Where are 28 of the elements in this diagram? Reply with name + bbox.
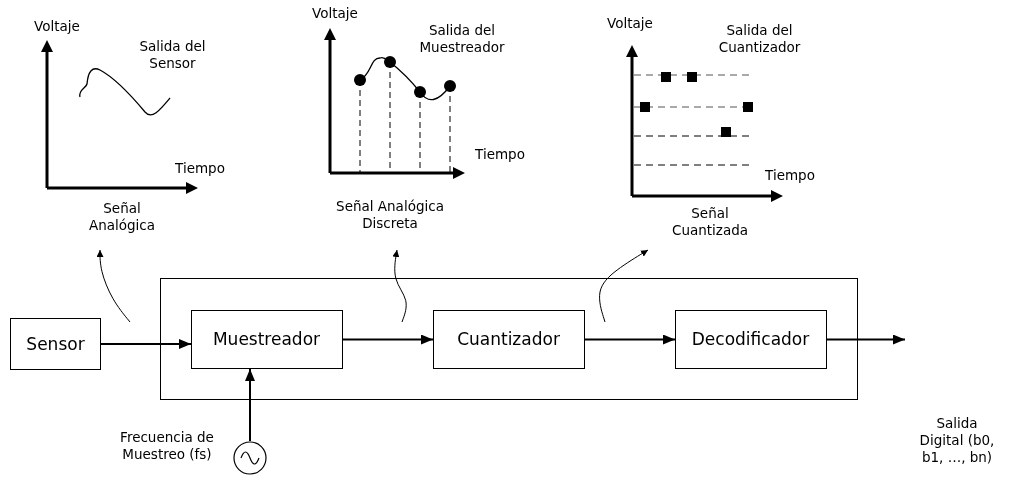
plot-title: Salida del Cuantizador	[717, 22, 802, 56]
plot-title: Salida del Muestreador	[418, 22, 506, 56]
process-box: Muestreador	[190, 309, 343, 369]
arrow	[245, 368, 255, 442]
curved-arrow	[599, 249, 649, 323]
arrow	[342, 334, 434, 345]
axis-label: Tiempo	[174, 160, 226, 177]
plot-title: Salida del Sensor	[138, 38, 207, 72]
process-box: Decodificador	[674, 309, 827, 369]
axis-label: Tiempo	[474, 146, 526, 163]
axis-label: Tiempo	[764, 167, 816, 184]
plot-caption: Señal Analógica	[87, 200, 157, 234]
axis-label: Voltaje	[33, 18, 81, 35]
oscillator-symbol	[233, 441, 267, 475]
process-box: Sensor	[10, 318, 101, 370]
plot-caption: Señal Analógica Discreta	[335, 198, 445, 232]
node-caption: Frecuencia de Muestreo (fs)	[119, 429, 215, 463]
arrow	[584, 334, 676, 345]
curved-arrow	[392, 249, 407, 323]
axis-label: Voltaje	[606, 15, 654, 32]
arrow	[100, 339, 192, 349]
process-box: Cuantizador	[432, 309, 585, 369]
curved-arrow	[96, 249, 131, 323]
plot-caption: Señal Cuantizada	[670, 205, 750, 239]
axis-label: Voltaje	[311, 5, 359, 22]
output-text: Salida Digital (b0, b1, …, bn)	[905, 332, 1009, 466]
system-frame	[160, 278, 858, 400]
arrow	[826, 334, 906, 345]
